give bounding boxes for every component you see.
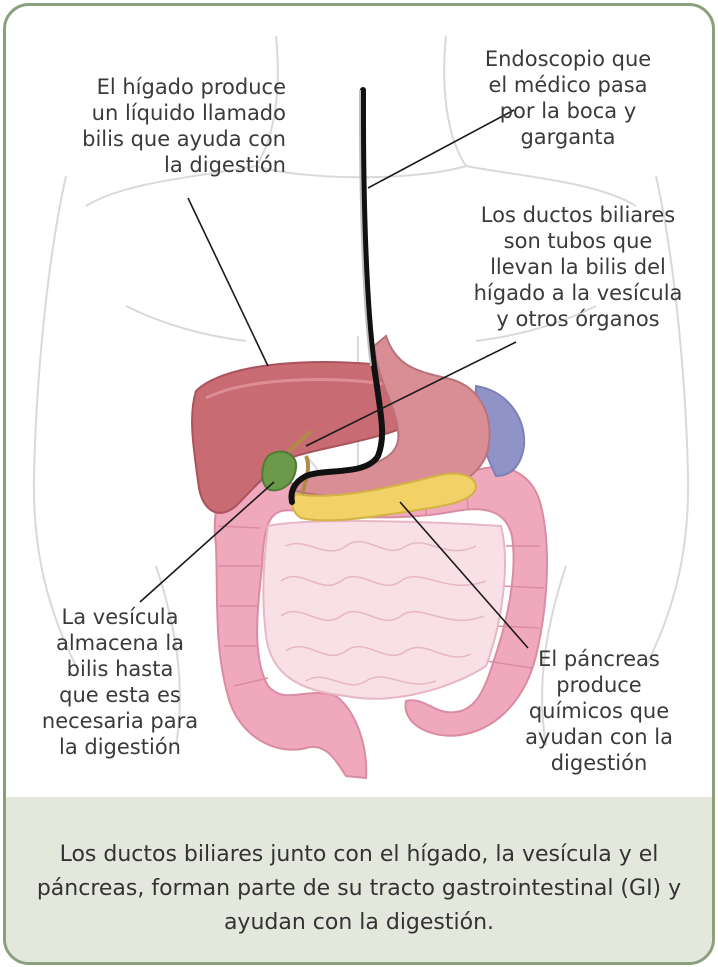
label-pancreas: El páncreas produce químicos que ayudan … <box>504 646 694 776</box>
label-liver: El hígado produce un líquido llamado bil… <box>26 74 286 178</box>
caption-box: Los ductos biliares junto con el hígado,… <box>6 797 712 962</box>
label-endoscope: Endoscopio que el médico pasa por la boc… <box>458 46 678 150</box>
label-bile-ducts: Los ductos biliares son tubos que llevan… <box>468 202 688 332</box>
callout-liver <box>188 198 268 366</box>
figure-caption: Los ductos biliares junto con el hígado,… <box>36 838 682 940</box>
figure-frame: El hígado produce un líquido llamado bil… <box>3 3 715 965</box>
label-gallbladder: La vesícula almacena la bilis hasta que … <box>30 604 210 760</box>
small-intestine <box>263 521 505 699</box>
